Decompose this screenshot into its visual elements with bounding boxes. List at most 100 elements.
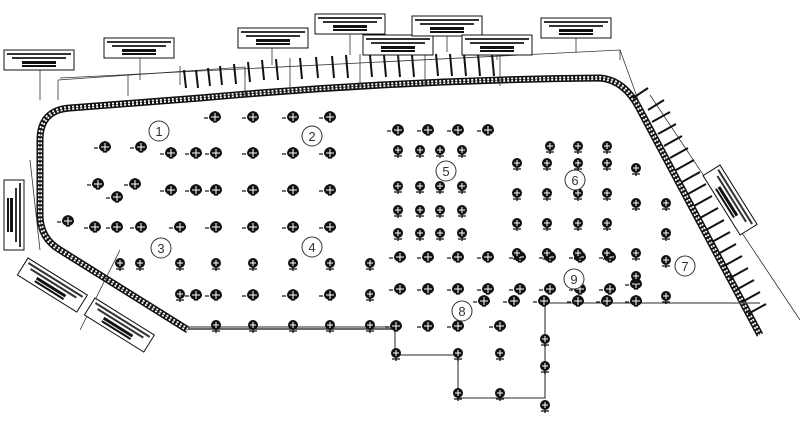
shrub-icon: [318, 146, 337, 159]
tree-icon: [392, 144, 404, 159]
tree-icon: [210, 257, 222, 272]
tree-icon: [630, 247, 642, 262]
area-label-7: 7: [674, 255, 696, 277]
shrub-icon: [502, 294, 521, 307]
tree-icon: [660, 197, 672, 212]
area-label-2: 2: [301, 125, 323, 147]
area-label-6: 6: [564, 169, 586, 191]
tree-icon: [392, 227, 404, 242]
shrub-icon: [318, 220, 337, 233]
tree-icon: [134, 257, 146, 272]
tree-icon: [452, 347, 464, 362]
tree-icon: [364, 288, 376, 303]
area-label-1: 1: [148, 120, 170, 142]
shrub-icon: [204, 146, 223, 159]
plant-symbols: [56, 110, 672, 414]
shrub-icon: [388, 250, 407, 263]
shrub-icon: [159, 183, 178, 196]
tree-icon: [539, 360, 551, 375]
tree-icon: [511, 217, 523, 232]
tree-icon: [287, 319, 299, 334]
tree-icon: [494, 347, 506, 362]
tree-icon: [364, 319, 376, 334]
shrub-icon: [508, 282, 527, 295]
shrub-icon: [241, 288, 260, 301]
tree-icon: [572, 140, 584, 155]
tree-icon: [414, 144, 426, 159]
tree-icon: [392, 180, 404, 195]
shrub-icon: [476, 123, 495, 136]
shrub-icon: [488, 319, 507, 332]
shrub-icon: [281, 183, 300, 196]
shrub-icon: [129, 140, 148, 153]
shrub-icon: [129, 220, 148, 233]
tree-icon: [572, 157, 584, 172]
tree-icon: [511, 247, 523, 262]
shrub-icon: [281, 220, 300, 233]
shrub-icon: [281, 110, 300, 123]
tree-icon: [539, 333, 551, 348]
tree-icon: [414, 180, 426, 195]
svg-text:9: 9: [570, 272, 577, 287]
tree-icon: [434, 180, 446, 195]
shrub-icon: [446, 123, 465, 136]
tree-icon: [456, 144, 468, 159]
shrub-icon: [204, 183, 223, 196]
svg-text:8: 8: [458, 304, 465, 319]
shrub-icon: [105, 220, 124, 233]
shrub-icon: [416, 250, 435, 263]
boundary-edging: [36, 74, 764, 337]
tree-icon: [539, 399, 551, 414]
shrub-icon: [446, 282, 465, 295]
tree-icon: [456, 204, 468, 219]
shrub-icon: [168, 220, 187, 233]
stake-marks: [183, 53, 767, 315]
shrub-icon: [318, 288, 337, 301]
tree-icon: [541, 187, 553, 202]
tree-icon: [247, 257, 259, 272]
area-labels: 1 2 3 4 5 6 7 8 9: [148, 120, 696, 322]
tree-icon: [630, 270, 642, 285]
shrub-icon: [159, 146, 178, 159]
shrub-icon: [446, 319, 465, 332]
shrub-icon: [105, 190, 124, 203]
shrub-icon: [476, 282, 495, 295]
shrub-icon: [184, 288, 203, 301]
irrigation-lines: [188, 302, 760, 399]
shrub-icon: [416, 319, 435, 332]
shrub-icon: [241, 146, 260, 159]
svg-text:2: 2: [308, 129, 315, 144]
shrub-icon: [538, 282, 557, 295]
tree-icon: [660, 227, 672, 242]
tree-icon: [456, 227, 468, 242]
tree-icon: [364, 257, 376, 272]
tree-icon: [544, 140, 556, 155]
tree-icon: [541, 247, 553, 262]
shrub-icon: [318, 183, 337, 196]
tree-icon: [601, 217, 613, 232]
tree-icon: [660, 254, 672, 269]
tree-icon: [511, 157, 523, 172]
shrub-icon: [598, 282, 617, 295]
tree-icon: [601, 247, 613, 262]
shrub-icon: [595, 294, 614, 307]
tree-icon: [660, 290, 672, 305]
svg-text:5: 5: [442, 164, 449, 179]
shrub-icon: [416, 123, 435, 136]
tree-icon: [541, 217, 553, 232]
shrub-icon: [203, 110, 222, 123]
tree-icon: [452, 387, 464, 402]
tree-icon: [601, 140, 613, 155]
shrub-icon: [86, 177, 105, 190]
shrub-icon: [184, 183, 203, 196]
shrub-icon: [184, 146, 203, 159]
tree-icon: [392, 204, 404, 219]
shrub-icon: [386, 123, 405, 136]
tree-icon: [494, 387, 506, 402]
svg-text:7: 7: [681, 259, 688, 274]
tree-icon: [174, 257, 186, 272]
shrub-icon: [281, 146, 300, 159]
tree-icon: [210, 319, 222, 334]
tree-icon: [390, 347, 402, 362]
shrub-icon: [204, 288, 223, 301]
